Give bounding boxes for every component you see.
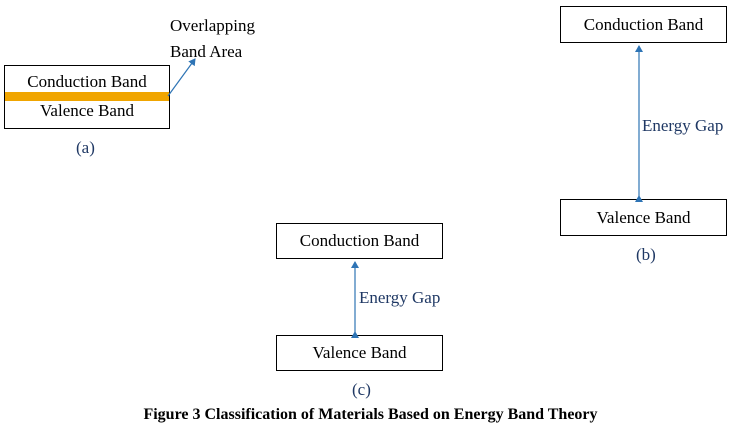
- panel-c-conduction-band-box: Conduction Band: [276, 223, 443, 259]
- panel-a-label: (a): [76, 138, 95, 157]
- panel-b-label: (b): [636, 245, 656, 264]
- overlap-pointer-arrow: [167, 58, 196, 97]
- panel-b-valence-band-label: Valence Band: [596, 207, 691, 227]
- panel-b-valence-band-box: Valence Band: [560, 199, 727, 236]
- panel-c-valence-band-label: Valence Band: [312, 343, 407, 362]
- panel-a-conduction-band-label: Conduction Band: [27, 72, 147, 91]
- overlapping-band-strip: [4, 92, 170, 101]
- panel-c-conduction-band-label: Conduction Band: [299, 231, 420, 250]
- overlap-label-line2: Band Area: [170, 42, 243, 61]
- panel-b-conduction-band-label: Conduction Band: [583, 14, 704, 34]
- panel-c-energy-gap-label: Energy Gap: [359, 288, 441, 307]
- panel-b-conduction-band-box: Conduction Band: [560, 6, 727, 43]
- panel-a-valence-band-label: Valence Band: [40, 101, 134, 120]
- overlap-label-line1: Overlapping: [170, 16, 255, 35]
- panel-b-energy-gap-label: Energy Gap: [642, 116, 724, 135]
- figure-caption: Figure 3 Classification of Materials Bas…: [143, 406, 598, 423]
- panel-c-valence-band-box: Valence Band: [276, 335, 443, 371]
- panel-c-label: (c): [352, 380, 371, 399]
